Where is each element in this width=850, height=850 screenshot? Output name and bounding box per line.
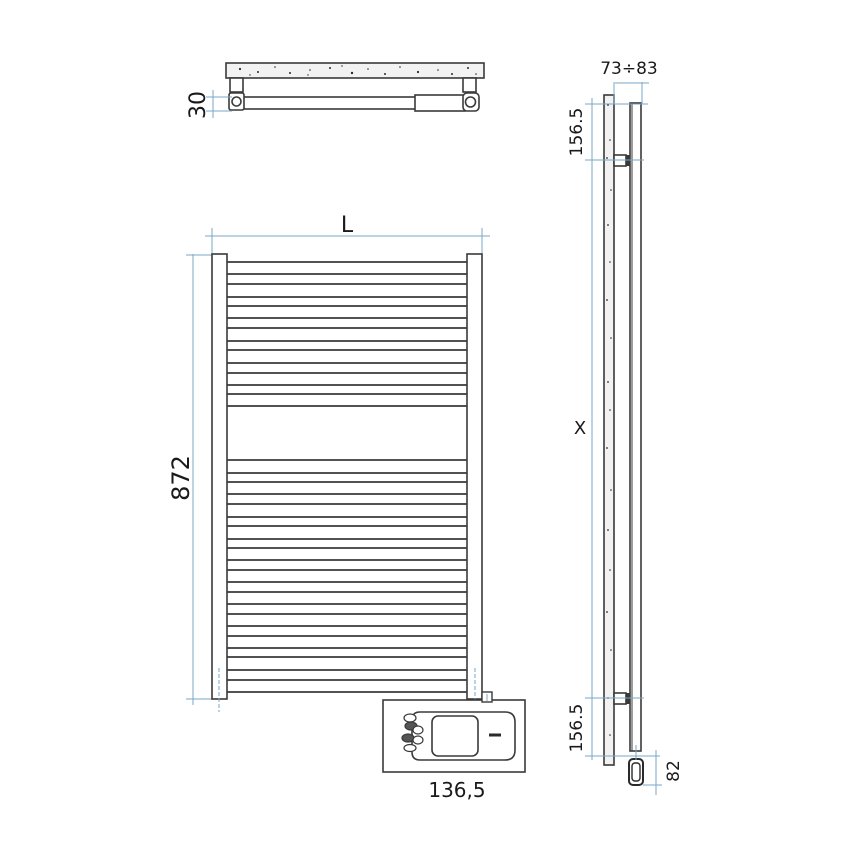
wall-slab	[225, 62, 485, 79]
heater-element-top	[414, 94, 466, 112]
controller-detail[interactable]: 136,5	[382, 691, 526, 802]
left-collector	[211, 253, 228, 700]
wall-distance-label: 73÷83	[600, 59, 658, 79]
width-label: L	[341, 213, 354, 238]
controller-width-label: 136,5	[428, 778, 485, 802]
left-bracket	[229, 77, 244, 93]
right-collector	[466, 253, 483, 700]
height-label: 872	[167, 455, 195, 501]
wall-texture	[238, 65, 477, 76]
upper-tube-group	[227, 261, 467, 407]
front-view: L 872	[167, 213, 490, 712]
wall-section-texture	[606, 104, 612, 736]
right-collar-hole	[464, 96, 477, 108]
top-bracket-label: 156.5	[567, 108, 587, 157]
right-bracket	[462, 77, 477, 93]
left-collar-hole	[231, 96, 242, 107]
side-view: 73÷83 156.5 156.5 X 82	[567, 59, 684, 795]
lower-tube-group	[227, 459, 467, 693]
thermostat-controller-icon	[401, 711, 516, 761]
top-view: 30	[186, 62, 485, 119]
wall-section	[603, 94, 615, 766]
depth-label: 30	[186, 91, 211, 119]
bracket-spacing-label: X	[574, 418, 586, 439]
heater-offset-label: 82	[664, 760, 684, 782]
bottom-bracket-label: 156.5	[567, 704, 587, 753]
